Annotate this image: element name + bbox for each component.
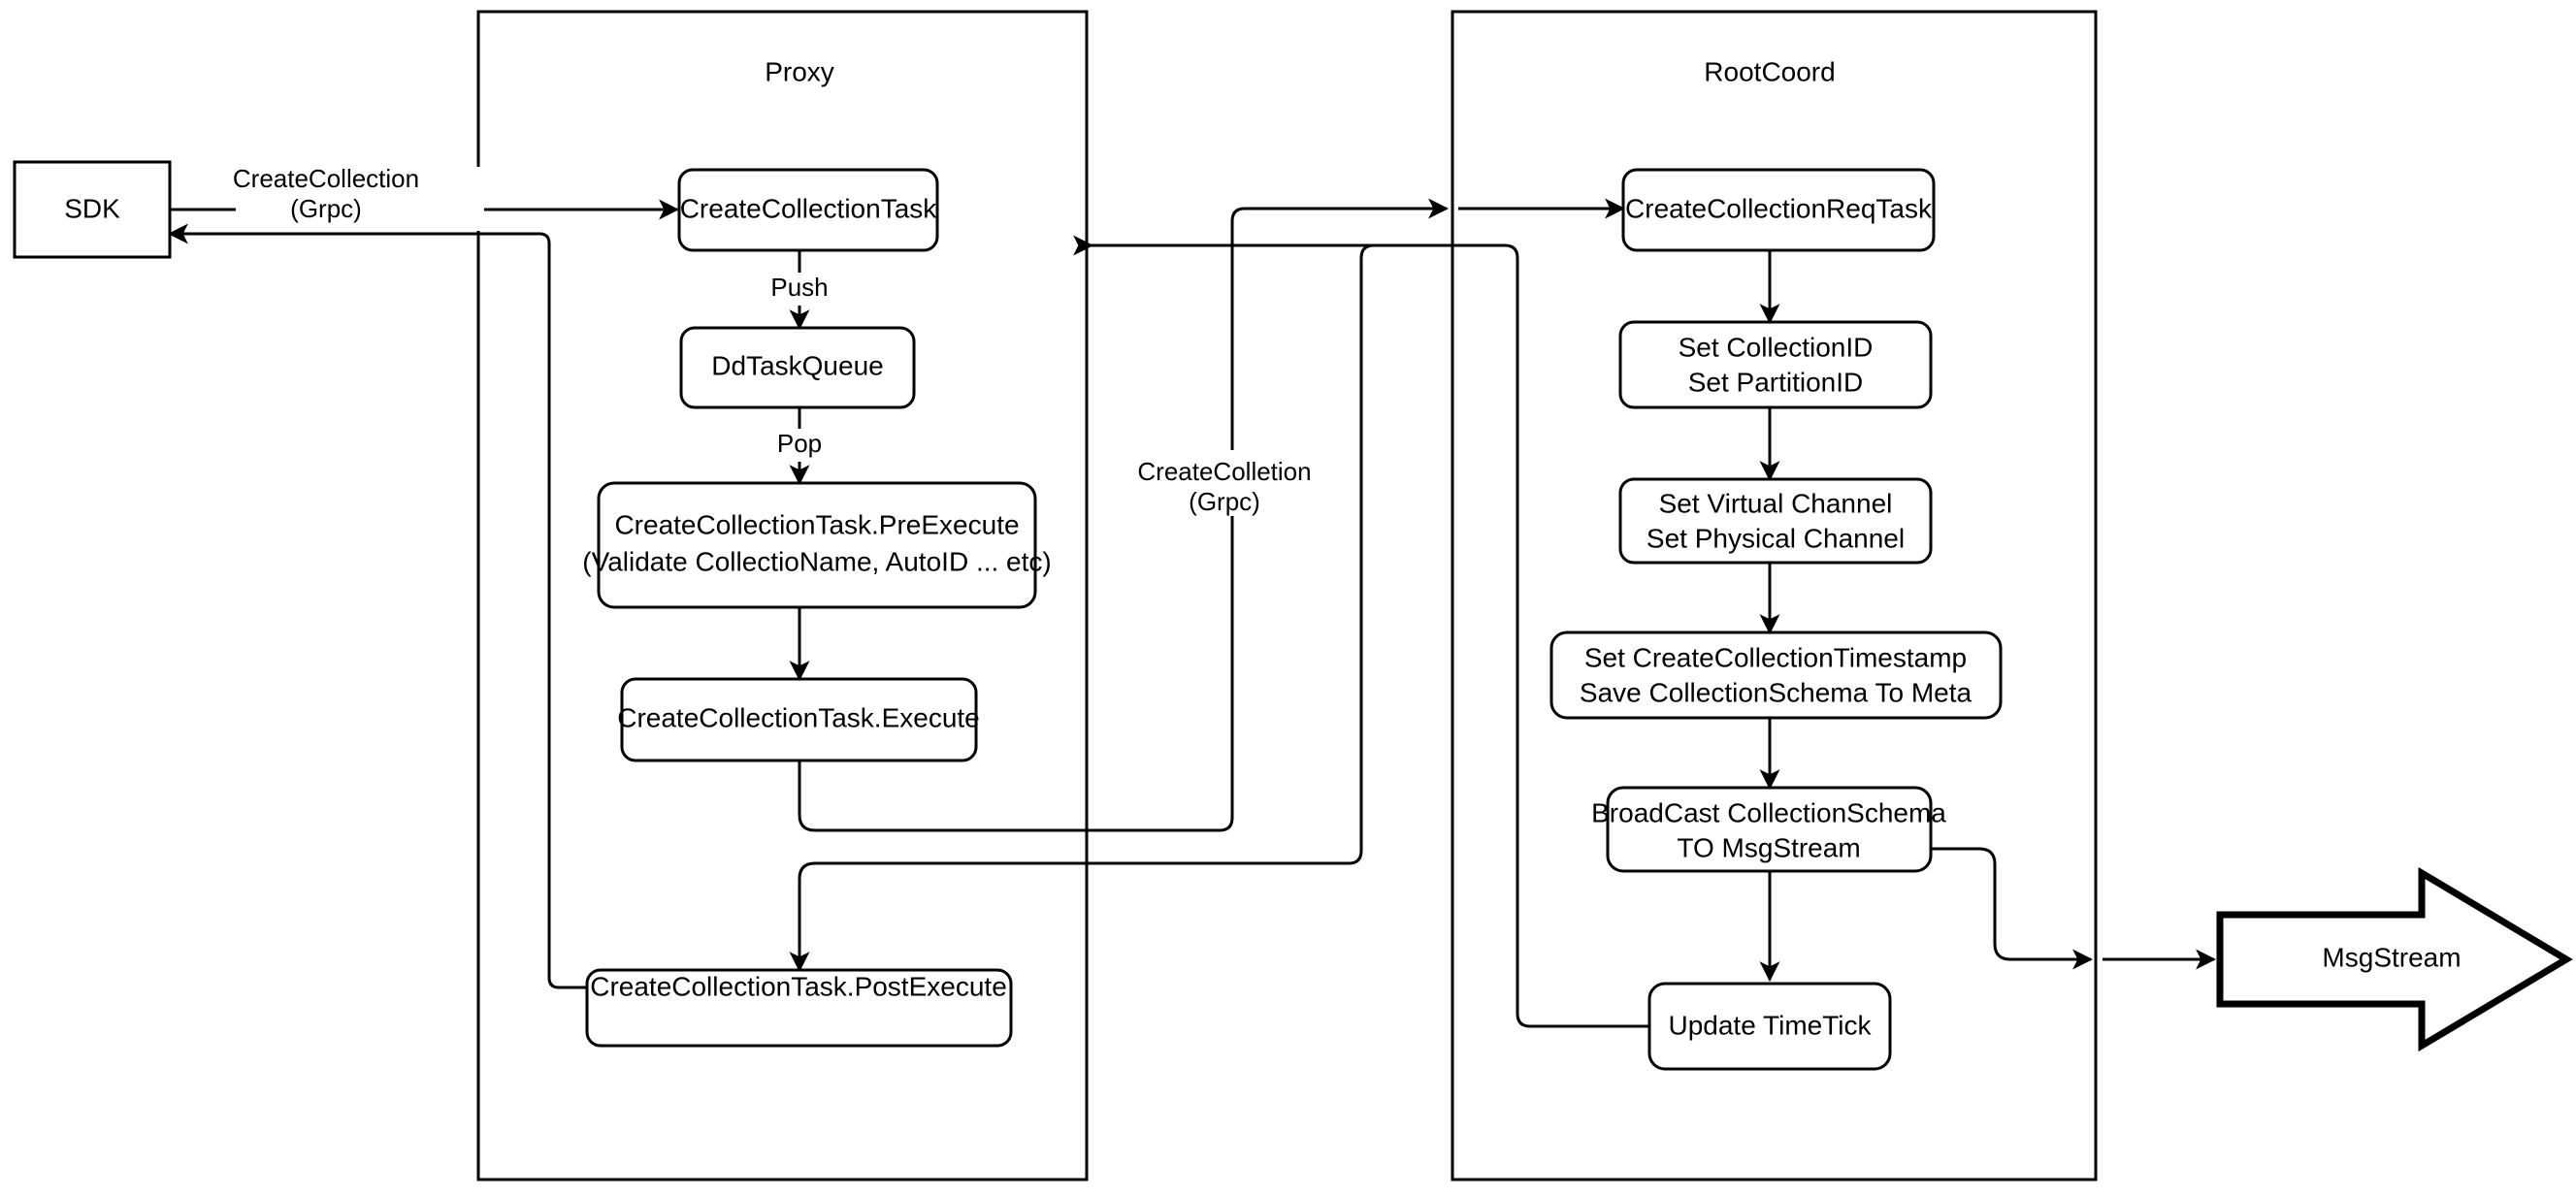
edge-label-bg-push [759, 273, 841, 306]
edge-label-bg-sdk [236, 167, 483, 231]
set-channels-label-line1: Set Virtual Channel [1659, 488, 1893, 518]
set-timestamp-rect[interactable] [1549, 631, 2003, 720]
node-create-collection-task[interactable]: CreateCollectionTask [677, 168, 939, 252]
sdk-edge-label-line1: CreateCollection [233, 164, 419, 193]
set-timestamp-label-line2: Save CollectionSchema To Meta [1580, 677, 1973, 707]
node-broadcast[interactable]: BroadCast CollectionSchema TO MsgStream [1591, 786, 1946, 873]
edge-label-bg-pop [763, 429, 836, 462]
edge-label-proxy-to-rootcoord: CreateColletion (Grpc) [1121, 450, 1346, 516]
create-collection-task-label: CreateCollectionTask [680, 193, 938, 223]
broadcast-label-line2: TO MsgStream [1677, 832, 1860, 862]
edge-postexecute-to-sdk [167, 223, 587, 989]
edge-proxy-to-rootcoord [1203, 198, 1450, 832]
grpc-label-line1: CreateColletion [1137, 457, 1311, 486]
node-sdk[interactable]: SDK [13, 160, 172, 259]
create-collection-req-task-rect[interactable] [1621, 168, 1936, 252]
rootcoord-container-title: RootCoord [1704, 56, 1835, 86]
update-timetick-rect[interactable] [1647, 982, 1892, 1071]
set-channels-rect[interactable] [1618, 477, 1933, 565]
set-ids-label-line2: Set PartitionID [1688, 367, 1864, 397]
pre-execute-rect[interactable] [597, 481, 1037, 609]
pop-label: Pop [777, 429, 822, 458]
dd-task-queue-label: DdTaskQueue [711, 350, 883, 380]
sdk-rect[interactable] [13, 160, 172, 259]
node-set-timestamp[interactable]: Set CreateCollectionTimestamp Save Colle… [1549, 631, 2003, 720]
edge-broadcast-to-msgstream-rail [1931, 847, 2094, 970]
edge-label-pop: Pop [763, 429, 836, 462]
sdk-label: SDK [64, 193, 120, 223]
pre-execute-label-line1: CreateCollectionTask.PreExecute [614, 509, 1019, 539]
execute-rect[interactable] [620, 677, 978, 762]
broadcast-rect[interactable] [1606, 786, 1933, 873]
node-execute[interactable]: CreateCollectionTask.Execute [617, 677, 980, 762]
node-post-execute[interactable]: CreateCollectionTask.PostExecute [585, 968, 1013, 1048]
set-timestamp-label-line1: Set CreateCollectionTimestamp [1584, 642, 1967, 672]
push-label: Push [770, 273, 828, 302]
post-execute-label: CreateCollectionTask.PostExecute [590, 971, 1007, 1001]
node-set-channels[interactable]: Set Virtual Channel Set Physical Channel [1618, 477, 1933, 565]
set-ids-label-line1: Set CollectionID [1679, 332, 1874, 362]
node-pre-execute[interactable]: CreateCollectionTask.PreExecute (Validat… [582, 481, 1052, 609]
edge-timetick-return-rail [1464, 243, 1649, 1028]
proxy-container-title: Proxy [765, 56, 834, 86]
dd-task-queue-rect[interactable] [679, 326, 916, 409]
node-update-timetick[interactable]: Update TimeTick [1647, 982, 1892, 1071]
msgstream-arrow-shape[interactable] [2216, 866, 2573, 1052]
msgstream-label: MsgStream [2322, 942, 2461, 972]
pre-execute-label-line2: (Validate CollectioName, AutoID ... etc) [582, 546, 1051, 576]
grpc-label-line2: (Grpc) [1189, 487, 1260, 516]
broadcast-label-line1: BroadCast CollectionSchema [1591, 797, 1946, 827]
edge-label-push: Push [759, 273, 841, 306]
node-msgstream[interactable]: MsgStream [2216, 866, 2573, 1052]
sdk-edge-label-line2: (Grpc) [290, 194, 362, 223]
edge-label-sdk-to-proxy: CreateCollection (Grpc) [233, 164, 483, 231]
update-timetick-label: Update TimeTick [1668, 1010, 1872, 1040]
create-collection-task-rect[interactable] [677, 168, 939, 252]
edge-rootcoord-to-postexecute [789, 243, 1464, 973]
edge-execute-to-grpc-rail [798, 760, 1203, 832]
post-execute-rect[interactable] [585, 968, 1013, 1048]
node-dd-task-queue[interactable]: DdTaskQueue [679, 326, 916, 409]
node-set-ids[interactable]: Set CollectionID Set PartitionID [1618, 320, 1933, 409]
set-ids-rect[interactable] [1618, 320, 1933, 409]
create-collection-req-task-label: CreateCollectionReqTask [1625, 193, 1933, 223]
set-channels-label-line2: Set Physical Channel [1647, 523, 1905, 553]
node-create-collection-req-task[interactable]: CreateCollectionReqTask [1621, 168, 1936, 252]
execute-label: CreateCollectionTask.Execute [617, 702, 980, 732]
edge-label-bg-grpc [1121, 450, 1346, 516]
